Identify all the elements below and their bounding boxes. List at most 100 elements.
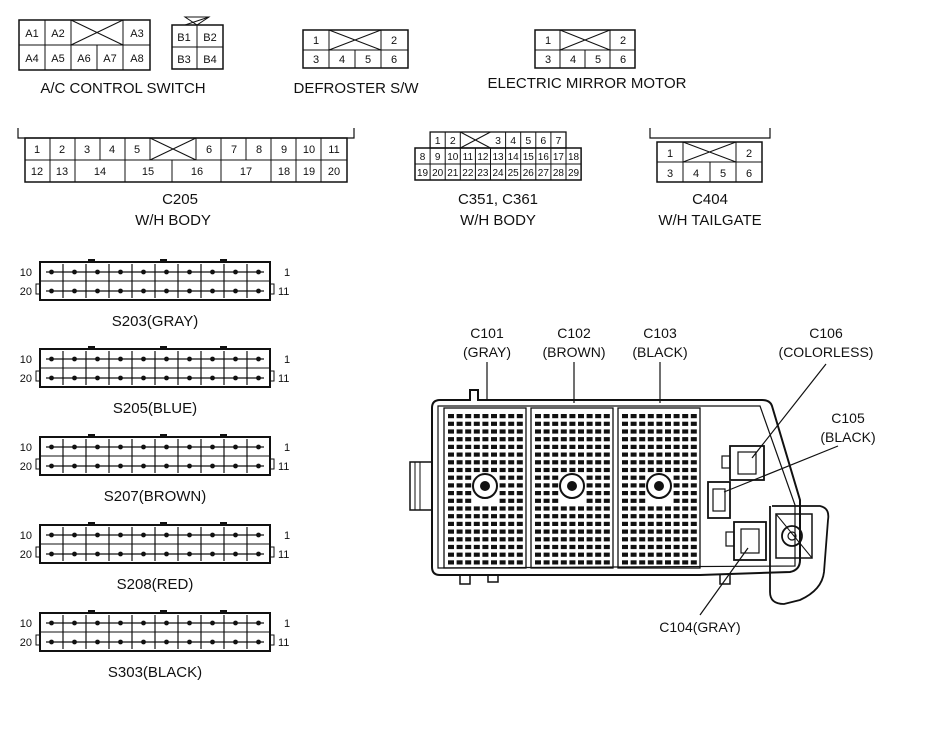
terminal-cavity: [656, 437, 663, 442]
terminal-cavity: [639, 467, 646, 473]
terminal-cavity: [456, 514, 463, 519]
terminal-cavity: [622, 475, 628, 480]
terminal-cavity: [578, 437, 584, 442]
terminal-cavity: [499, 491, 506, 496]
c351-pin: 20: [432, 168, 444, 179]
c351-key-cross: [460, 131, 491, 149]
splice-pin-dot: [95, 444, 100, 450]
terminal-cavity: [473, 537, 480, 542]
terminal-cavity: [630, 552, 637, 557]
terminal-cavity: [603, 414, 610, 419]
terminal-cavity: [456, 506, 463, 511]
terminal-cavity: [535, 452, 541, 457]
terminal-cavity: [639, 552, 646, 557]
splice-pin-dot: [164, 269, 169, 275]
terminal-cavity: [673, 460, 680, 465]
terminal-cavity: [508, 529, 515, 534]
c404-pin-6: 6: [746, 168, 752, 180]
terminal-cavity: [682, 544, 689, 550]
splice-caption: S203(GRAY): [112, 313, 198, 330]
terminal-cavity: [630, 506, 637, 511]
terminal-cavity: [647, 437, 654, 442]
terminal-cavity: [603, 429, 610, 434]
c404-caption: C404: [692, 191, 728, 208]
c351-pin: 24: [492, 168, 504, 179]
terminal-cavity: [473, 421, 480, 426]
terminal-cavity: [535, 483, 541, 488]
pin-a6: A6: [77, 53, 90, 65]
terminal-cavity: [569, 452, 576, 457]
splice-pin-dot: [256, 620, 261, 626]
terminal-cavity: [516, 521, 523, 526]
terminal-cavity: [552, 483, 559, 488]
terminal-cavity: [578, 429, 584, 434]
terminal-cavity: [639, 421, 646, 426]
terminal-cavity: [639, 437, 646, 442]
pin-b3: B3: [177, 54, 190, 66]
terminal-cavity: [456, 421, 463, 426]
terminal-cavity: [656, 552, 663, 557]
terminal-cavity: [499, 552, 506, 557]
terminal-cavity: [595, 421, 602, 426]
terminal-cavity: [586, 421, 593, 426]
terminal-cavity: [639, 521, 646, 526]
terminal-cavity: [465, 467, 472, 473]
terminal-cavity: [639, 483, 646, 488]
terminal-cavity: [656, 544, 663, 550]
terminal-cavity: [630, 414, 637, 419]
splice-latch: [160, 434, 167, 437]
splice-pin-10-label: 10: [20, 267, 32, 279]
terminal-cavity: [586, 537, 593, 542]
terminal-cavity: [682, 491, 689, 496]
terminal-cavity: [473, 460, 480, 465]
terminal-cavity: [682, 437, 689, 442]
terminal-cavity: [456, 498, 463, 503]
splice-caption: S205(BLUE): [113, 400, 197, 417]
terminal-cavity: [603, 491, 610, 496]
c351-pin: 25: [508, 168, 520, 179]
terminal-cavity: [622, 421, 628, 426]
splice-latch: [160, 522, 167, 525]
terminal-cavity: [516, 467, 523, 473]
terminal-cavity: [665, 529, 671, 534]
mirror-motor-caption: ELECTRIC MIRROR MOTOR: [488, 75, 687, 92]
terminal-cavity: [622, 414, 628, 419]
splice-pin-dot: [187, 356, 192, 362]
terminal-cavity: [639, 529, 646, 534]
terminal-cavity: [630, 537, 637, 542]
terminal-cavity: [673, 506, 680, 511]
c351-pin: 26: [523, 168, 535, 179]
terminal-cavity: [465, 537, 472, 542]
terminal-cavity: [535, 467, 541, 473]
terminal-cavity: [516, 444, 523, 449]
terminal-cavity: [569, 514, 576, 519]
terminal-cavity: [595, 544, 602, 550]
terminal-cavity: [473, 521, 480, 526]
splice-pin-dot: [210, 551, 215, 557]
terminal-cavity: [543, 544, 550, 550]
terminal-cavity: [569, 414, 576, 419]
terminal-cavity: [569, 560, 576, 565]
terminal-cavity: [491, 560, 497, 565]
splice-side-latch: [35, 458, 41, 470]
terminal-cavity: [473, 544, 480, 550]
terminal-cavity: [595, 552, 602, 557]
terminal-cavity: [630, 521, 637, 526]
splice-caption: S303(BLACK): [108, 664, 202, 681]
terminal-cavity: [499, 498, 506, 503]
terminal-cavity: [482, 467, 489, 473]
c205-caption: C205: [162, 191, 198, 208]
c351-pin: 7: [556, 135, 562, 147]
c351-pin: 21: [447, 168, 459, 179]
terminal-cavity: [569, 444, 576, 449]
terminal-cavity: [535, 560, 541, 565]
terminal-cavity: [673, 467, 680, 473]
splice-pin-20-label: 20: [20, 461, 32, 473]
terminal-cavity: [535, 544, 541, 550]
terminal-cavity: [690, 552, 697, 557]
splice-pin-1-label: 1: [284, 267, 290, 279]
terminal-cavity: [560, 437, 567, 442]
